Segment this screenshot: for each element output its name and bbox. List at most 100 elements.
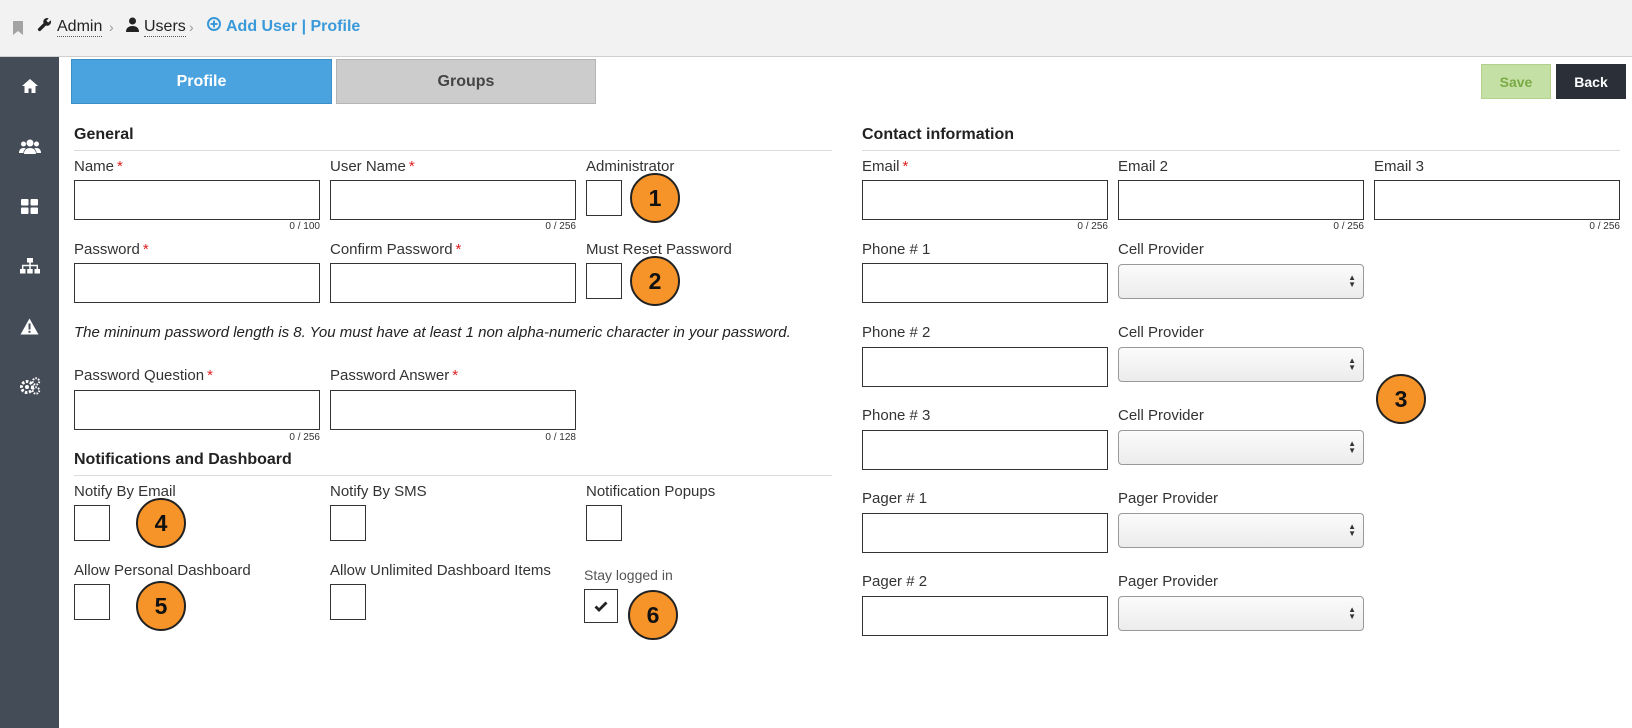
breadcrumb-users-label: Users bbox=[144, 18, 186, 37]
cell-provider-3-label: Cell Provider bbox=[1118, 407, 1204, 424]
bookmark-icon[interactable] bbox=[12, 20, 24, 41]
notification-popups-label: Notification Popups bbox=[586, 483, 716, 500]
sitemap-icon bbox=[19, 258, 40, 274]
plus-circle-icon bbox=[207, 17, 221, 36]
email-input[interactable] bbox=[862, 180, 1108, 220]
email3-label: Email 3 bbox=[1374, 158, 1425, 175]
section-contact-title: Contact information bbox=[862, 126, 1014, 143]
notify-email-checkbox[interactable] bbox=[74, 505, 110, 541]
phone2-input[interactable] bbox=[862, 347, 1108, 387]
email2-input[interactable] bbox=[1118, 180, 1364, 220]
sidebar-item-settings[interactable] bbox=[0, 366, 59, 406]
breadcrumb-admin[interactable]: Admin bbox=[37, 17, 103, 37]
password-answer-counter: 0 / 128 bbox=[545, 432, 576, 443]
tab-profile[interactable]: Profile bbox=[71, 59, 332, 104]
pager-provider-2-select[interactable]: ▲▼ bbox=[1118, 596, 1364, 631]
name-counter: 0 / 100 bbox=[289, 221, 320, 232]
password-answer-label: Password Answer* bbox=[330, 367, 459, 384]
email2-counter: 0 / 256 bbox=[1333, 221, 1364, 232]
email3-counter: 0 / 256 bbox=[1589, 221, 1620, 232]
name-label: Name* bbox=[74, 158, 123, 175]
cell-provider-2-label: Cell Provider bbox=[1118, 324, 1204, 341]
password-rule-note: The mininum password length is 8. You mu… bbox=[74, 324, 791, 341]
select-arrows-icon: ▲▼ bbox=[1348, 439, 1356, 455]
pager2-input[interactable] bbox=[862, 596, 1108, 636]
unlimited-dashboard-items-label: Allow Unlimited Dashboard Items bbox=[330, 562, 551, 579]
pager-provider-1-label: Pager Provider bbox=[1118, 490, 1219, 507]
callout-badge-1: 1 bbox=[630, 173, 680, 223]
stay-logged-in-checkbox[interactable] bbox=[584, 589, 618, 623]
pager-provider-2-label: Pager Provider bbox=[1118, 573, 1219, 590]
chevron-right-icon: › bbox=[109, 19, 114, 35]
section-notifications: Notifications and Dashboard bbox=[74, 451, 832, 476]
select-arrows-icon: ▲▼ bbox=[1348, 356, 1356, 372]
administrator-checkbox[interactable] bbox=[586, 180, 622, 216]
email3-input[interactable] bbox=[1374, 180, 1620, 220]
dashboard-icon bbox=[21, 198, 38, 214]
password-question-input[interactable] bbox=[74, 390, 320, 430]
pager1-input[interactable] bbox=[862, 513, 1108, 553]
sidebar-item-home[interactable] bbox=[0, 66, 59, 106]
unlimited-dashboard-items-checkbox[interactable] bbox=[330, 584, 366, 620]
cell-provider-1-select[interactable]: ▲▼ bbox=[1118, 264, 1364, 299]
section-general-title: General bbox=[74, 126, 134, 143]
administrator-label: Administrator bbox=[586, 158, 675, 175]
select-arrows-icon: ▲▼ bbox=[1348, 273, 1356, 289]
save-button[interactable]: Save bbox=[1481, 64, 1551, 99]
pager1-label: Pager # 1 bbox=[862, 490, 928, 507]
personal-dashboard-checkbox[interactable] bbox=[74, 584, 110, 620]
phone3-input[interactable] bbox=[862, 430, 1108, 470]
confirm-password-label: Confirm Password* bbox=[330, 241, 462, 258]
callout-badge-4: 4 bbox=[136, 498, 186, 548]
email-counter: 0 / 256 bbox=[1077, 221, 1108, 232]
user-icon bbox=[126, 17, 139, 37]
section-general: General bbox=[74, 126, 832, 151]
notify-sms-checkbox[interactable] bbox=[330, 505, 366, 541]
back-button[interactable]: Back bbox=[1556, 64, 1626, 99]
cell-provider-3-select[interactable]: ▲▼ bbox=[1118, 430, 1364, 465]
notify-sms-label: Notify By SMS bbox=[330, 483, 427, 500]
breadcrumb-admin-label: Admin bbox=[57, 18, 103, 37]
password-answer-input[interactable] bbox=[330, 390, 576, 430]
name-input[interactable] bbox=[74, 180, 320, 220]
tab-groups[interactable]: Groups bbox=[336, 59, 596, 104]
cell-provider-2-select[interactable]: ▲▼ bbox=[1118, 347, 1364, 382]
phone1-label: Phone # 1 bbox=[862, 241, 931, 258]
chevron-right-icon: › bbox=[189, 19, 194, 35]
sidebar bbox=[0, 57, 59, 728]
pager-provider-1-select[interactable]: ▲▼ bbox=[1118, 513, 1364, 548]
must-reset-password-checkbox[interactable] bbox=[586, 263, 622, 299]
username-label: User Name* bbox=[330, 158, 415, 175]
username-counter: 0 / 256 bbox=[545, 221, 576, 232]
sidebar-item-alerts[interactable] bbox=[0, 306, 59, 346]
notification-popups-checkbox[interactable] bbox=[586, 505, 622, 541]
breadcrumb-users[interactable]: Users bbox=[126, 17, 186, 37]
password-label: Password* bbox=[74, 241, 149, 258]
username-input[interactable] bbox=[330, 180, 576, 220]
sidebar-item-dashboard[interactable] bbox=[0, 186, 59, 226]
callout-badge-5: 5 bbox=[136, 581, 186, 631]
users-icon bbox=[18, 139, 41, 154]
sidebar-item-users[interactable] bbox=[0, 126, 59, 166]
section-contact: Contact information bbox=[862, 126, 1620, 151]
select-arrows-icon: ▲▼ bbox=[1348, 605, 1356, 621]
password-input[interactable] bbox=[74, 263, 320, 303]
wrench-icon bbox=[37, 17, 52, 37]
stay-logged-in-label: Stay logged in bbox=[584, 567, 673, 583]
pager2-label: Pager # 2 bbox=[862, 573, 928, 590]
breadcrumb-bar: Admin › Users › Add User | Profile bbox=[0, 0, 1632, 57]
phone1-input[interactable] bbox=[862, 263, 1108, 303]
select-arrows-icon: ▲▼ bbox=[1348, 522, 1356, 538]
email-label: Email* bbox=[862, 158, 909, 175]
confirm-password-input[interactable] bbox=[330, 263, 576, 303]
callout-badge-6: 6 bbox=[628, 590, 678, 640]
home-icon bbox=[21, 79, 38, 93]
email2-label: Email 2 bbox=[1118, 158, 1169, 175]
callout-badge-2: 2 bbox=[630, 256, 680, 306]
warning-icon bbox=[20, 318, 39, 334]
phone3-label: Phone # 3 bbox=[862, 407, 931, 424]
password-question-label: Password Question* bbox=[74, 367, 213, 384]
callout-badge-3: 3 bbox=[1376, 374, 1426, 424]
gears-icon bbox=[19, 377, 40, 395]
sidebar-item-hierarchy[interactable] bbox=[0, 246, 59, 286]
